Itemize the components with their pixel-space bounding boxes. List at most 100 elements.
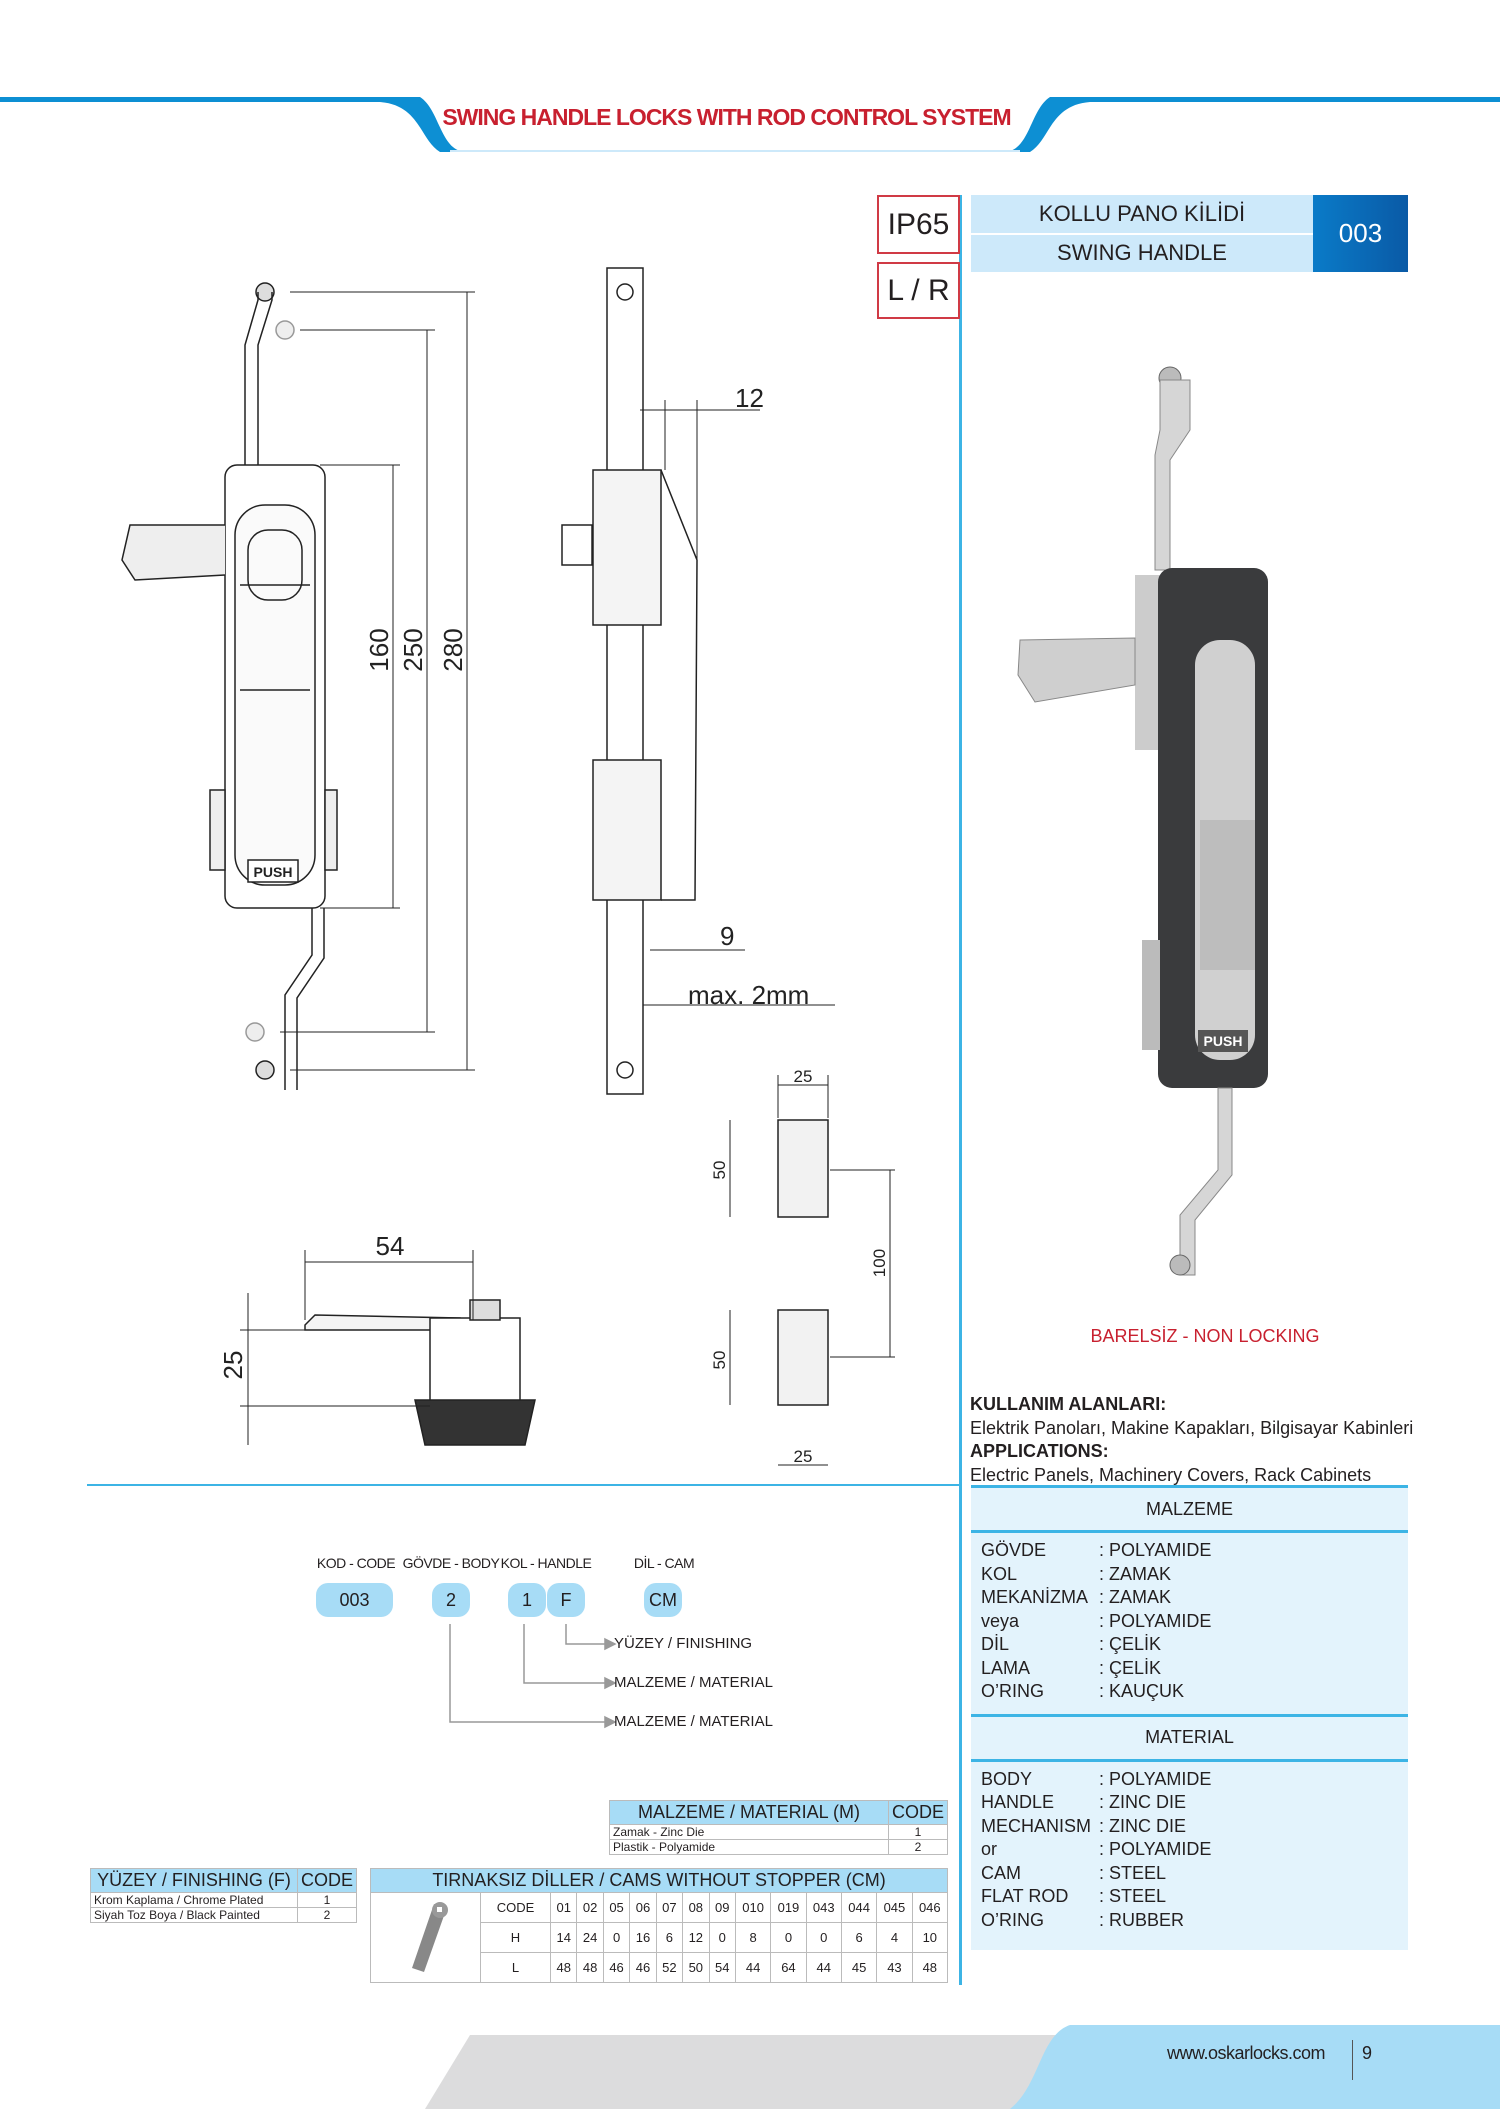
- cam-cell: 48: [549, 1952, 578, 1983]
- material-table-header: MALZEME / MATERIAL (M): [609, 1800, 889, 1825]
- cam-cell: 64: [770, 1952, 807, 1983]
- cam-cell: 12: [682, 1922, 710, 1953]
- cam-cell: 019: [770, 1892, 807, 1923]
- cam-image: [370, 1892, 481, 1983]
- material-part: MEKANİZMA: [981, 1587, 1089, 1607]
- material-value: : ZAMAK: [1099, 1587, 1172, 1607]
- material-part: CAM: [981, 1862, 1021, 1883]
- cam-cell: 52: [655, 1952, 684, 1983]
- material-value: : ZAMAK: [1099, 1563, 1172, 1584]
- cam-cell: 4: [876, 1922, 913, 1953]
- cam-cell: 43: [876, 1952, 913, 1983]
- material-value: : POLYAMIDE: [1099, 1768, 1212, 1789]
- cell: Zamak - Zinc Die: [609, 1824, 889, 1840]
- material-row: O’RING: RUBBER: [981, 1909, 1408, 1933]
- code-pill-finish: F: [547, 1583, 585, 1617]
- cam-cell: 07: [655, 1892, 684, 1923]
- material-row: O’RING: KAUÇUK: [981, 1680, 1408, 1704]
- cam-cell: 6: [655, 1922, 684, 1953]
- material-part: veya: [981, 1610, 1020, 1631]
- applications: KULLANIM ALANLARI: Elektrik Panoları, Ma…: [970, 1393, 1413, 1487]
- cam-cell: 44: [805, 1952, 842, 1983]
- push-label: PUSH: [254, 864, 293, 880]
- arrow-label-handle-material: MALZEME / MATERIAL: [614, 1674, 773, 1691]
- material-part: LAMA: [981, 1657, 1031, 1678]
- footer-band: [425, 2025, 1500, 2109]
- cam-cell: 02: [576, 1892, 604, 1923]
- material-row: MEKANİZMA : ZAMAK: [981, 1586, 1408, 1610]
- cell: 2: [887, 1839, 949, 1855]
- cam-cell: 8: [734, 1922, 772, 1953]
- material-value: : POLYAMIDE: [1099, 1610, 1212, 1631]
- cam-cell: 16: [629, 1922, 657, 1953]
- materials-tr-title: MALZEME: [971, 1485, 1408, 1533]
- material-value: : ZINC DIE: [1099, 1792, 1187, 1812]
- material-value: : STEEL: [1099, 1886, 1167, 1906]
- cam-cell: 14: [549, 1922, 578, 1953]
- dim-cam-width-bottom: 25: [794, 1447, 813, 1466]
- material-part: KOL: [981, 1563, 1018, 1584]
- bottom-view: 54 25: [218, 1231, 536, 1446]
- code-pill-cam: CM: [644, 1583, 682, 1617]
- material-row: GÖVDE : POLYAMIDE: [981, 1539, 1408, 1563]
- cam-cell: 10: [911, 1922, 949, 1953]
- header-band: [0, 97, 1500, 152]
- variant-label: BARELSİZ - NON LOCKING: [1090, 1326, 1320, 1346]
- column-divider: [959, 195, 962, 1985]
- cam-cell: 0: [770, 1922, 807, 1953]
- material-value: : POLYAMIDE: [1099, 1540, 1212, 1560]
- material-value: : STEEL: [1099, 1862, 1167, 1883]
- product-title-en: SWING HANDLE: [971, 233, 1313, 271]
- material-part: BODY: [981, 1768, 1033, 1789]
- materials-tr-list: GÖVDE : POLYAMIDE KOL : ZAMAK MEKANİZMA : ZAM…: [971, 1533, 1408, 1714]
- material-table: MALZEME / MATERIAL (M)CODE Zamak - Zinc …: [609, 1800, 949, 1855]
- cam-cell: 0: [805, 1922, 842, 1953]
- cams-table-title: TIRNAKSIZ DİLLER / CAMS WITHOUT STOPPER …: [370, 1868, 948, 1893]
- cam-cell: 46: [629, 1952, 657, 1983]
- cam-cell: 54: [708, 1952, 736, 1983]
- footer-url[interactable]: www.oskarlocks.com: [1167, 2043, 1326, 2063]
- dim-12: 12: [735, 383, 764, 413]
- section-divider: [87, 1484, 960, 1486]
- cam-cell: 01: [549, 1892, 578, 1923]
- applications-en-text: Electric Panels, Machinery Covers, Rack …: [970, 1464, 1372, 1485]
- cam-cell: 50: [682, 1952, 710, 1983]
- material-part: HANDLE: [981, 1792, 1055, 1812]
- cell: Siyah Toz Boya / Black Painted: [90, 1907, 298, 1923]
- front-view: PUSH 160 250 280: [121, 282, 475, 1090]
- code-connectors: [449, 1624, 617, 1729]
- arrow-label-body-material: MALZEME / MATERIAL: [614, 1713, 773, 1730]
- cam-cell: 010: [734, 1892, 772, 1923]
- material-value: : KAUÇUK: [1099, 1681, 1185, 1701]
- cam-cell: CODE: [480, 1892, 551, 1923]
- dim-250: 250: [398, 628, 428, 671]
- code-pill-kod: 003: [316, 1583, 393, 1617]
- cell: Krom Kaplama / Chrome Plated: [90, 1892, 298, 1908]
- cam-cell: 0: [602, 1922, 631, 1953]
- dim-cam-width-top: 25: [794, 1067, 813, 1086]
- dim-max-2mm: max. 2mm: [688, 980, 809, 1010]
- code-label-kod: KOD - CODE: [316, 1555, 396, 1571]
- material-row: veya : POLYAMIDE: [981, 1610, 1408, 1634]
- product-photo: PUSH: [1017, 366, 1268, 1276]
- material-row: KOL : ZAMAK: [981, 1563, 1408, 1587]
- code-pill-handle: 1: [508, 1583, 546, 1617]
- ip-rating-badge: IP65: [877, 195, 960, 254]
- cam-cell: 08: [682, 1892, 710, 1923]
- dim-9: 9: [720, 921, 734, 951]
- side-view: 12 9 max. 2mm: [561, 267, 835, 1095]
- cam-cell: 6: [840, 1922, 878, 1953]
- applications-tr-text: Elektrik Panoları, Makine Kapakları, Bil…: [970, 1417, 1414, 1438]
- dim-cam-height-1: 50: [710, 1161, 729, 1180]
- cam-cell: 05: [602, 1892, 631, 1923]
- cam-cell: 044: [840, 1892, 878, 1923]
- material-part: GÖVDE: [981, 1540, 1047, 1560]
- cam-cell: 046: [911, 1892, 949, 1923]
- material-value: : RUBBER: [1099, 1909, 1185, 1930]
- page-number: 9: [1362, 2043, 1373, 2063]
- page-title: SWING HANDLE LOCKS WITH ROD CONTROL SYST…: [442, 104, 1011, 130]
- code-label-cam: DİL - CAM: [633, 1555, 695, 1571]
